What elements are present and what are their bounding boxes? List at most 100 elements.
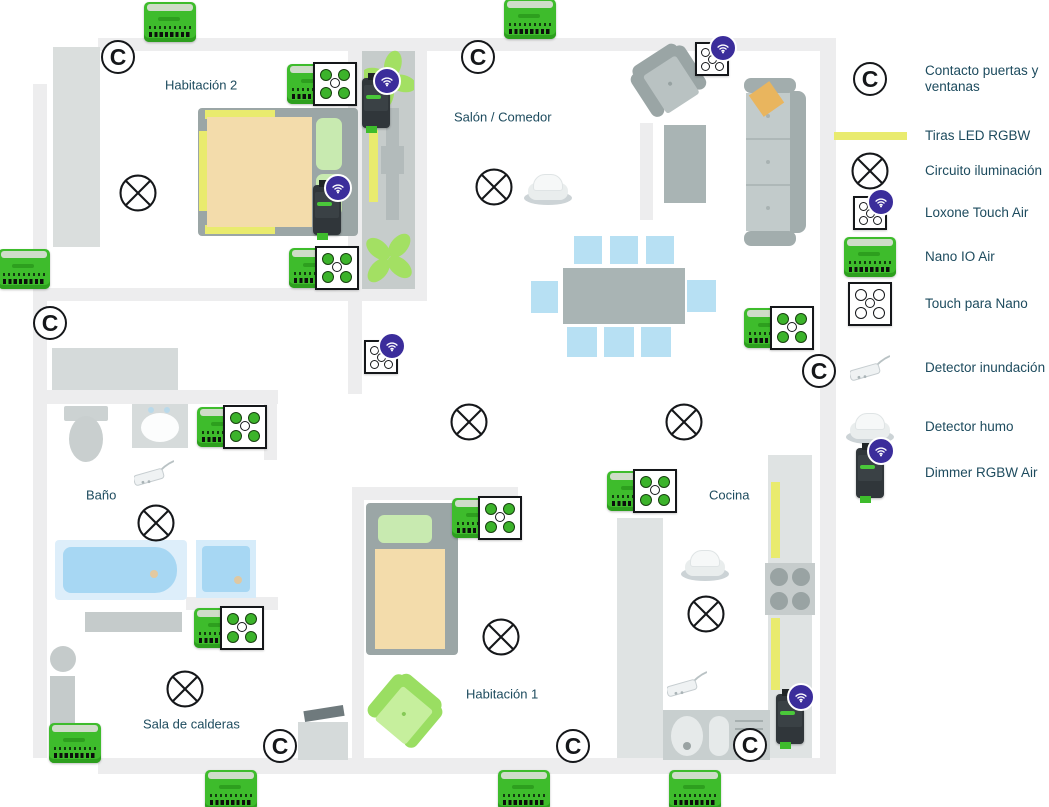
- coffee-table: [664, 125, 706, 203]
- room-label-bano: Baño: [86, 487, 117, 503]
- device-dimmer: [313, 174, 352, 240]
- legend-icon-nano: [844, 237, 896, 277]
- light-circuit-icon: [450, 403, 488, 441]
- contact-letter: C: [271, 732, 289, 759]
- nano-io-air-icon: [498, 770, 550, 807]
- nano-io-air-icon: [49, 723, 101, 763]
- pillow: [316, 118, 342, 170]
- light-circuit-icon: [166, 670, 204, 708]
- touch-dot: [245, 613, 257, 625]
- touch-para-nano-icon: [223, 405, 267, 449]
- wall: [33, 84, 47, 758]
- kitchen-counter: [617, 518, 663, 758]
- contact-icon: C: [461, 40, 495, 74]
- contact-icon: C: [101, 40, 135, 74]
- single-bed: [366, 503, 458, 655]
- mattress: [207, 117, 312, 227]
- legend-icon-flood: [849, 351, 891, 385]
- touch-para-nano-icon: [848, 282, 892, 326]
- touch-dot: [227, 613, 239, 625]
- wall: [47, 288, 348, 301]
- device-contact: C: [733, 728, 767, 762]
- wall: [820, 38, 836, 774]
- nano-with-touch-icon: [607, 468, 677, 514]
- touch-dot: [322, 253, 334, 265]
- contact-icon: C: [33, 306, 67, 340]
- touch-para-nano-icon: [633, 469, 677, 513]
- touch-para-nano-icon: [315, 246, 359, 290]
- touch-dot: [715, 62, 724, 71]
- led-strip: [369, 130, 378, 202]
- green-armchair: [361, 667, 448, 754]
- legend-icon-touch_air: [853, 188, 895, 230]
- legend-label-nano: Nano IO Air: [925, 248, 995, 264]
- legend-label-flood: Detector inundación: [925, 359, 1046, 375]
- touch-dot: [873, 289, 885, 301]
- touch-dot: [873, 307, 885, 319]
- dining-chair: [687, 280, 716, 312]
- touch-dot: [248, 430, 260, 442]
- device-smoke: [681, 548, 729, 581]
- touch-dot: [701, 62, 710, 71]
- device-nano_touch: [289, 245, 359, 291]
- dining-chair: [604, 327, 634, 357]
- touch-dot: [658, 494, 670, 506]
- wardrobe: [53, 47, 100, 247]
- touch-dot: [658, 476, 670, 488]
- touch-dot: [340, 253, 352, 265]
- legend-label-contact: Contacto puertas y ventanas: [925, 62, 1039, 94]
- wifi-icon: [378, 332, 406, 360]
- hall-cabinet: [52, 348, 178, 390]
- device-nano_touch: [452, 495, 522, 541]
- dining-chair: [574, 236, 602, 264]
- legend-label-touch_air: Loxone Touch Air: [925, 204, 1029, 220]
- touch-dot: [795, 331, 807, 343]
- touch-dot: [640, 494, 652, 506]
- device-circuit: [119, 174, 157, 212]
- dining-chair: [646, 236, 674, 264]
- pillow: [378, 515, 432, 543]
- room-label-cocina: Cocina: [709, 487, 750, 503]
- room-label-salon-comedor: Salón / Comedor: [454, 109, 552, 125]
- light-circuit-icon: [482, 618, 520, 656]
- touch-para-nano-icon: [478, 496, 522, 540]
- contact-letter: C: [564, 732, 582, 759]
- wall: [415, 51, 427, 301]
- touch-dot: [650, 485, 660, 495]
- legend-label-touch_nano: Touch para Nano: [925, 295, 1028, 311]
- contact-icon: C: [263, 729, 297, 763]
- touch-dot: [777, 313, 789, 325]
- nano-io-air-icon: [844, 237, 896, 277]
- device-nano: [144, 2, 196, 42]
- touch-dot: [230, 412, 242, 424]
- touch-dot: [777, 331, 789, 343]
- touch-dot: [248, 412, 260, 424]
- nano-with-touch-icon: [289, 245, 359, 291]
- device-contact: C: [461, 40, 495, 74]
- touch-dot: [640, 476, 652, 488]
- device-dimmer: [362, 67, 401, 133]
- contact-icon: C: [733, 728, 767, 762]
- terrace-bench: [381, 146, 404, 174]
- legend-icon-circuit: [851, 152, 889, 190]
- wifi-icon: [324, 174, 352, 202]
- nano-io-air-icon: [504, 0, 556, 39]
- touch-dot: [340, 271, 352, 283]
- nano-io-air-icon: [669, 770, 721, 807]
- mattress: [375, 549, 445, 649]
- device-nano: [504, 0, 556, 39]
- legend-label-led_strip: Tiras LED RGBW: [925, 127, 1031, 143]
- touch-dot: [855, 307, 867, 319]
- touch-dot: [320, 87, 332, 99]
- light-circuit-icon: [137, 504, 175, 542]
- bathroom-sink: [132, 404, 188, 448]
- legend-label-smoke: Detector humo: [925, 418, 1014, 434]
- loxone-touch-air-icon: [364, 332, 406, 374]
- light-circuit-icon: [475, 168, 513, 206]
- room-label-sala-de-calderas: Sala de calderas: [143, 716, 240, 732]
- touch-dot: [859, 216, 868, 225]
- device-nano_touch: [744, 305, 814, 351]
- contact-icon: C: [853, 62, 887, 96]
- wall: [33, 390, 278, 404]
- device-circuit: [450, 403, 488, 441]
